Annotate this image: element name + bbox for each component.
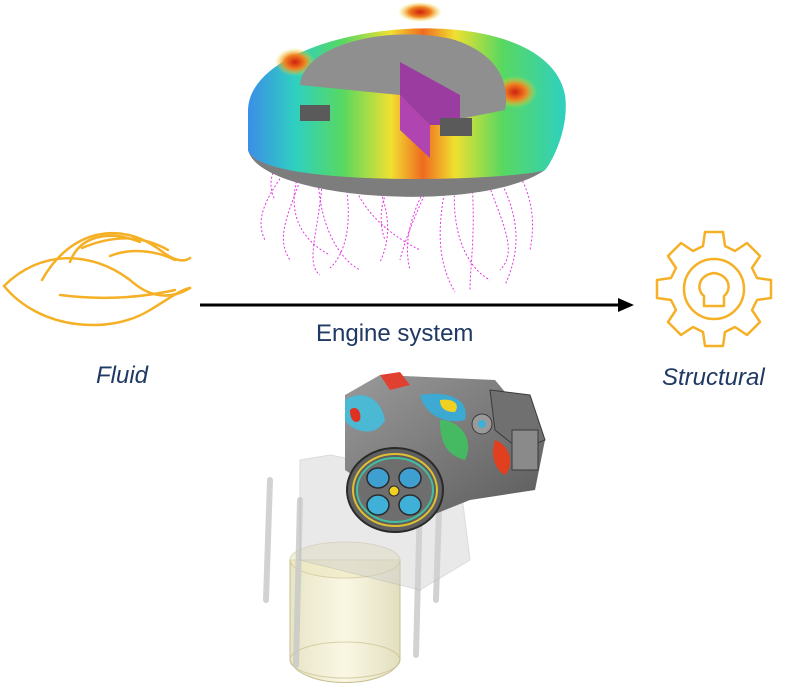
engine-system-arrow (200, 298, 634, 312)
gear-icon (655, 230, 773, 348)
engine-system-label: Engine system (316, 320, 474, 347)
leaf-flow-icon (2, 231, 192, 327)
structural-label: Structural (662, 364, 765, 391)
structural-simulation-model (263, 372, 546, 683)
fluid-label: Fluid (96, 362, 149, 389)
fluid-simulation-model (248, 2, 566, 293)
